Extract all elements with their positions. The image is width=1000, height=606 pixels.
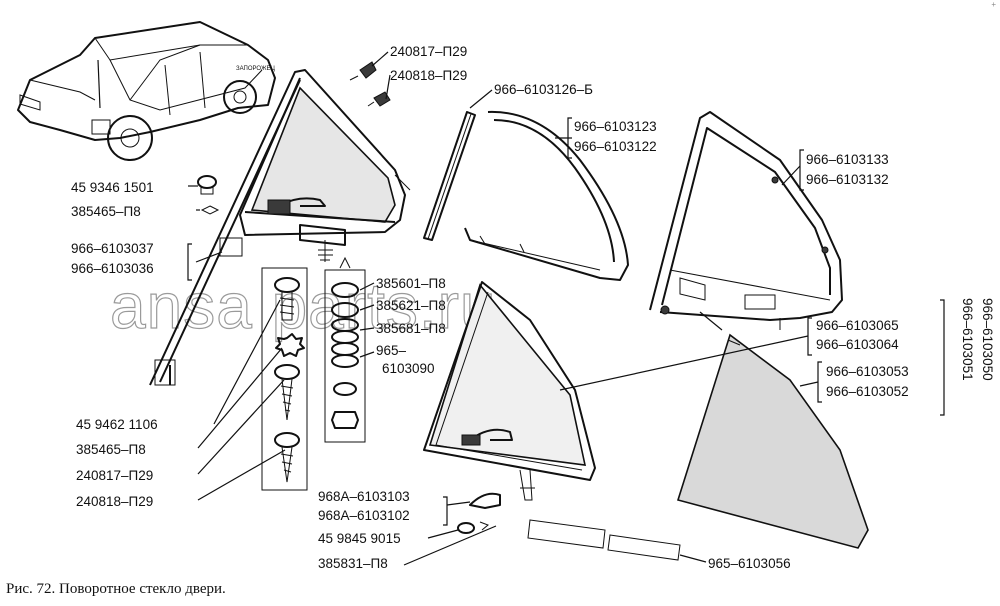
figure-caption: Рис. 72. Поворотное стекло двери. — [6, 581, 226, 597]
seal-strip — [423, 111, 476, 241]
label-240818-top: 240818–П29 — [390, 68, 467, 83]
label-385681: 385681–П8 — [376, 321, 446, 336]
label-385621: 385621–П8 — [376, 298, 446, 313]
label-6103102: 968А–6103102 — [318, 508, 410, 523]
label-6103103: 968А–6103103 — [318, 489, 410, 504]
middle-channel-frame — [464, 110, 629, 281]
label-6103090: 6103090 — [382, 361, 435, 376]
spring-stack — [324, 256, 366, 443]
label-6103053: 966–6103053 — [826, 364, 909, 379]
label-385831: 385831–П8 — [318, 556, 388, 571]
label-459845: 45 9845 9015 — [318, 531, 401, 546]
label-6103056: 965–6103056 — [708, 556, 791, 571]
watermark-text: ansa parts.ru — [110, 270, 497, 342]
svg-text:ЗАПОРОЖЕЦ: ЗАПОРОЖЕЦ — [236, 66, 275, 72]
label-6103132: 966–6103132 — [806, 172, 889, 187]
label-6103052: 966–6103052 — [826, 384, 909, 399]
car-illustration: ЗАПОРОЖЕЦ — [17, 21, 276, 161]
handle-parts — [457, 492, 501, 534]
label-459346: 45 9346 1501 — [71, 180, 154, 195]
lower-glass-frame — [423, 281, 596, 501]
leader-lines — [187, 51, 945, 566]
label-965: 965– — [376, 343, 407, 358]
label-6103065: 966–6103065 — [816, 318, 899, 333]
corner-mark: + — [991, 0, 996, 9]
label-6103122: 966–6103122 — [574, 139, 657, 154]
label-6103123: 966–6103123 — [574, 119, 657, 134]
label-6103126: 966–6103126–Б — [494, 82, 593, 97]
left-vent-frame — [149, 69, 411, 386]
label-385601: 385601–П8 — [376, 276, 446, 291]
top-fasteners — [349, 61, 391, 107]
label-240817-top: 240817–П29 — [390, 44, 467, 59]
label-385465-b: 385465–П8 — [76, 442, 146, 457]
label-6103050: 966–6103050 — [980, 298, 995, 381]
label-6103064: 966–6103064 — [816, 337, 899, 352]
screw-column — [261, 267, 308, 491]
label-6103036: 966–6103036 — [71, 261, 154, 276]
label-240817-b: 240817–П29 — [76, 468, 153, 483]
screw-459346 — [197, 175, 220, 215]
label-6103133: 966–6103133 — [806, 152, 889, 167]
labels: 240817–П29 240818–П29 966–6103126–Б 966–… — [71, 44, 995, 571]
glass-pane — [676, 333, 869, 549]
label-6103037: 966–6103037 — [71, 241, 154, 256]
right-outer-frame — [649, 111, 843, 330]
bottom-seal-strips — [527, 519, 681, 561]
label-6103051: 966–6103051 — [960, 298, 975, 381]
label-240818-b: 240818–П29 — [76, 494, 153, 509]
label-459462: 45 9462 1106 — [76, 417, 158, 432]
label-385465-a: 385465–П8 — [71, 204, 141, 219]
